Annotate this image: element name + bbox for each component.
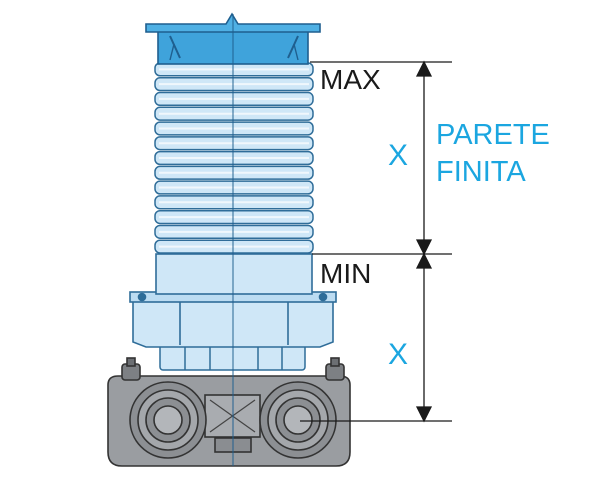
finished-wall-label-line2: FINITA (436, 156, 526, 188)
dimension-x-lower: X (388, 338, 409, 371)
ribbed-extension (154, 62, 314, 254)
arrow-max-up (415, 60, 433, 77)
collar-segment (155, 253, 313, 295)
dimension-x-upper: X (388, 139, 409, 172)
arrow-min-down (415, 239, 433, 256)
min-label: MIN (320, 258, 372, 289)
arrow-bottom-down (415, 406, 433, 423)
finished-wall-label-line1: PARETE (436, 119, 550, 151)
arrow-min-up (415, 252, 433, 269)
max-label: MAX (320, 64, 381, 95)
dimension-lines (300, 60, 452, 423)
valve-body (107, 357, 351, 467)
